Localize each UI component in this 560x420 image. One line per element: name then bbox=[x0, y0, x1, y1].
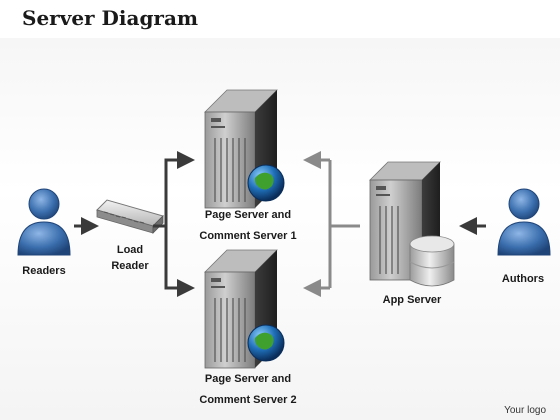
network-switch-icon bbox=[96, 199, 164, 234]
page-title: Server Diagram bbox=[22, 6, 199, 30]
logo-placeholder: Your logo bbox=[504, 405, 546, 416]
load-reader-label-line2: Reader bbox=[111, 260, 149, 272]
readers-label: Readers bbox=[22, 265, 66, 277]
page-server-1-label-line1: Page Server and bbox=[204, 209, 292, 221]
page-server-2-label-line2: Comment Server 2 bbox=[199, 394, 297, 406]
app-server-connector bbox=[303, 151, 360, 297]
database-icon bbox=[409, 235, 455, 287]
app-server-label: App Server bbox=[382, 294, 442, 306]
authors-person-icon bbox=[497, 188, 551, 256]
page-server-1-icon bbox=[204, 89, 278, 209]
page-server-2-label-line1: Page Server and bbox=[204, 373, 292, 385]
globe-icon bbox=[247, 164, 285, 202]
load-reader-label-line1: Load bbox=[116, 244, 144, 256]
authors-label: Authors bbox=[501, 273, 545, 285]
balancer-branch-connector bbox=[153, 151, 195, 297]
readers-person-icon bbox=[17, 188, 71, 256]
globe-icon bbox=[247, 324, 285, 362]
page-server-1-label-line2: Comment Server 1 bbox=[199, 230, 297, 242]
